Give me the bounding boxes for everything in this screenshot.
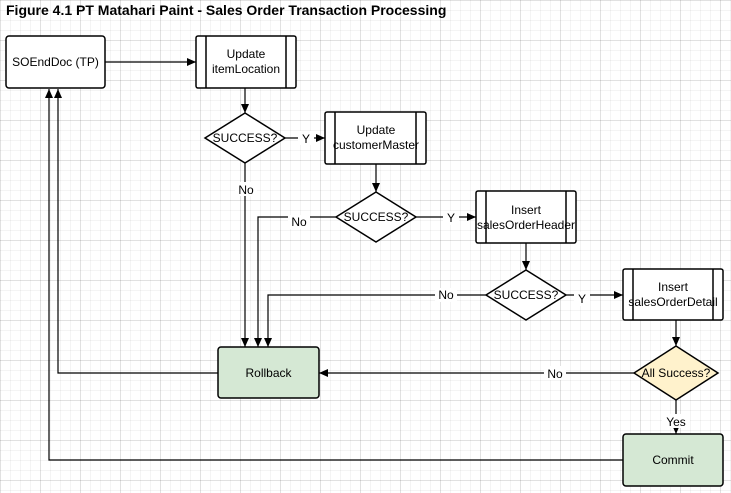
edge-label-success2-yes: Y [447,211,455,225]
node-all-success-label: All Success? [642,366,711,380]
node-insert-header-label-2: salesOrderHeader [477,218,575,232]
node-soenddoc-label: SOEndDoc (TP) [12,55,99,69]
edge-success3-no [264,294,486,347]
node-success-1: SUCCESS? [203,112,287,164]
edge-label-all-success-yes: Yes [666,415,686,429]
edge-label-success2-no: No [291,215,307,229]
node-insert-detail-label-2: salesOrderDetail [628,295,717,309]
node-success-1-label: SUCCESS? [213,131,278,145]
node-update-item-location: Update itemLocation [195,35,297,89]
node-update-customer-label-1: Update [357,123,396,137]
node-rollback-label: Rollback [245,366,292,380]
edge-commit-to-soenddoc [45,89,623,461]
node-insert-detail-label-1: Insert [658,280,689,294]
edge-label-success3-no: No [438,288,454,302]
node-update-item-label-2: itemLocation [212,62,280,76]
edge-label-all-success-no: No [547,367,563,381]
edge-label-success1-no: No [238,183,254,197]
figure-title: Figure 4.1 PT Matahari Paint - Sales Ord… [6,2,447,18]
edge-success2-no [254,216,336,347]
node-success-2-label: SUCCESS? [344,210,409,224]
node-soenddoc: SOEndDoc (TP) [5,35,106,89]
node-all-success: All Success? [632,345,720,401]
node-insert-header-label-1: Insert [511,203,542,217]
node-rollback: Rollback [217,346,320,399]
node-success-3: SUCCESS? [484,269,568,321]
node-commit: Commit [622,433,724,487]
node-update-item-label-1: Update [227,47,266,61]
node-update-customer-label-2: customerMaster [333,138,419,152]
edge-label-success1-yes: Y [302,132,310,146]
node-insert-sales-order-detail: Insert salesOrderDetail [622,268,724,321]
node-commit-label: Commit [652,453,694,467]
node-success-3-label: SUCCESS? [494,288,559,302]
node-insert-sales-order-header: Insert salesOrderHeader [475,190,577,244]
edge-rollback-to-soenddoc [54,89,218,374]
edge-label-success3-yes: Y [578,292,586,306]
node-update-customer-master: Update customerMaster [324,111,427,165]
node-success-2: SUCCESS? [334,191,418,243]
